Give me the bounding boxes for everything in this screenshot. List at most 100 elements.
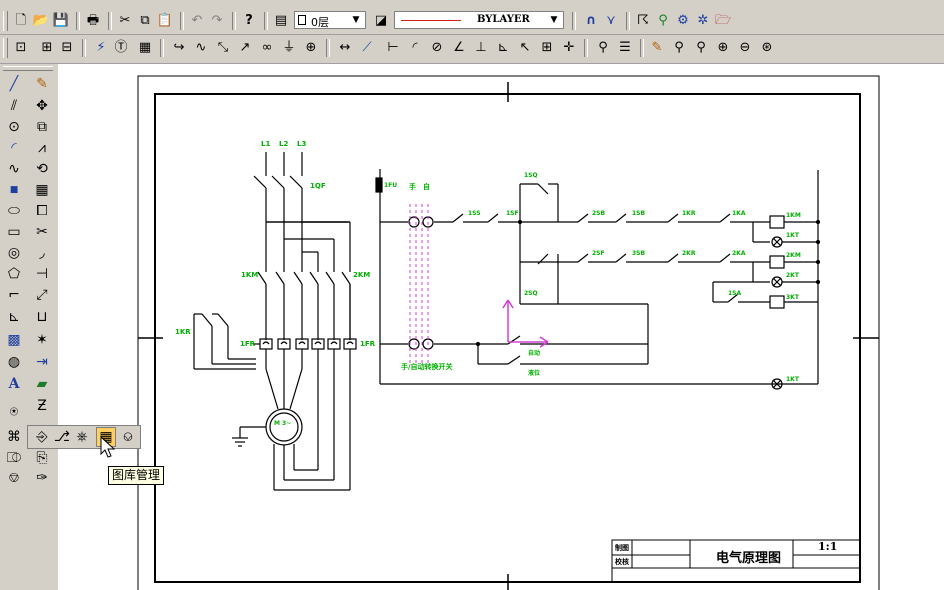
flyout-library-icon-1[interactable]: ⎆ (36, 429, 48, 445)
region-icon[interactable]: ◍ (7, 354, 21, 370)
line-icon[interactable]: ╱ (9, 76, 19, 92)
paste-icon[interactable]: 📋 (156, 12, 174, 28)
toolbar-grip[interactable] (3, 11, 8, 31)
leader-icon[interactable]: ↖ (519, 39, 531, 55)
move-icon[interactable]: ✥ (36, 98, 48, 114)
flyout-library-icon-5[interactable]: ⎉ (122, 429, 134, 445)
new-file-icon[interactable]: 🗋 (15, 12, 27, 28)
zoom-in-icon[interactable]: ⊕ (717, 39, 729, 55)
frame-icon[interactable]: ⊡ (15, 39, 27, 55)
symbol-tool-icon[interactable]: ⌘ (7, 429, 21, 445)
layer-manager-icon[interactable]: ▤ (274, 12, 288, 28)
xline-icon[interactable]: ⫽ (10, 98, 18, 114)
point-icon[interactable]: ■ (9, 185, 19, 195)
dim-edit-icon[interactable]: ⚲ (598, 39, 608, 55)
polygon-icon[interactable]: ⬠ (7, 266, 21, 282)
ellipse-icon[interactable]: ⬭ (8, 203, 20, 219)
title-block-icon[interactable]: ⊞ (41, 39, 53, 55)
scale-icon[interactable]: ⧠ (36, 203, 48, 219)
component-icon[interactable]: ⚡ (96, 39, 106, 55)
design-center-icon[interactable]: 🗁 (714, 12, 732, 28)
dim-radius-icon[interactable]: ◜ (412, 39, 418, 55)
table-icon[interactable]: ⊟ (61, 39, 73, 55)
dim-continue-icon[interactable]: ⊾ (497, 39, 509, 55)
chamfer-icon[interactable]: ⊾ (8, 309, 20, 325)
donut-icon[interactable]: ◎ (7, 245, 21, 261)
edit-pencil-icon[interactable]: ✎ (651, 39, 663, 55)
spline-icon[interactable]: ∿ (8, 161, 20, 177)
flyout-library-icon-3[interactable]: ⎈ (76, 429, 88, 445)
fillet-icon[interactable]: ◞ (39, 245, 45, 261)
print-icon[interactable]: 🖶 (86, 12, 100, 28)
transformer-icon[interactable]: ∞ (261, 39, 273, 55)
trim-icon[interactable]: ✂ (36, 224, 48, 240)
arrow-icon[interactable]: ↗ (239, 39, 251, 55)
array-icon[interactable]: ▦ (35, 182, 49, 198)
text-icon[interactable]: Ⓣ (114, 39, 128, 55)
explode-icon[interactable]: ✶ (36, 332, 48, 348)
block-insert-icon[interactable]: ▰ (36, 376, 48, 392)
zoom-realtime-icon[interactable]: ⚲ (658, 12, 668, 28)
component-tool-icon[interactable]: ⎄ (6, 450, 22, 466)
zoom-out-icon[interactable]: ⊖ (739, 39, 751, 55)
rectangle-icon[interactable]: ▭ (7, 224, 21, 240)
terminal-icon[interactable]: ⊕ (305, 39, 317, 55)
offset-icon[interactable]: ⇥ (36, 354, 48, 370)
properties-icon[interactable]: ⚙ (677, 12, 689, 28)
ortho-icon[interactable]: ⋎ (606, 12, 616, 28)
contact-icon[interactable]: ⤡ (217, 39, 229, 55)
zoom-window-icon[interactable]: ⚲ (674, 39, 684, 55)
zoom-extents-icon[interactable]: ⊛ (761, 39, 773, 55)
library-tool-icon[interactable]: ⍟ (9, 404, 19, 420)
erase-icon[interactable]: ✎ (36, 76, 48, 92)
break-icon[interactable]: ⊔ (36, 309, 48, 325)
match-props-icon[interactable]: ✲ (697, 12, 709, 28)
flyout-library-icon-2[interactable]: ⎇ (53, 429, 71, 445)
layer-select[interactable]: 0层 ▼ (294, 11, 366, 29)
arc-icon[interactable]: ◜ (11, 140, 17, 156)
zoom-previous-icon[interactable]: ⚲ (696, 39, 706, 55)
toolbar-grip[interactable] (3, 38, 8, 58)
hatch-icon[interactable]: ▩ (7, 332, 21, 348)
redo-icon[interactable]: ↷ (211, 12, 223, 28)
center-mark-icon[interactable]: ✛ (563, 39, 575, 55)
open-file-icon[interactable]: 📂 (32, 12, 50, 28)
save-icon[interactable]: 💾 (52, 12, 70, 28)
wire-icon[interactable]: ↪ (173, 39, 185, 55)
dim-linear-icon[interactable]: ↔ (339, 39, 351, 55)
mirror-icon[interactable]: ⩘ (38, 140, 46, 156)
dim-diameter-icon[interactable]: ⊘ (431, 39, 443, 55)
text-tool-icon[interactable]: A (8, 376, 20, 392)
ground-icon[interactable]: ⏚ (282, 39, 296, 55)
pan-icon[interactable]: ☈ (637, 12, 649, 28)
properties-tool-icon[interactable]: Ƶ (37, 398, 47, 414)
cut-icon[interactable]: ✂ (119, 12, 131, 28)
layer-color-icon[interactable]: ◪ (374, 12, 388, 28)
coil-icon[interactable]: ∿ (195, 39, 207, 55)
symbol-tool2-icon[interactable]: ⎊ (8, 470, 20, 486)
chevron-down-icon[interactable]: ▼ (550, 15, 558, 25)
dim-baseline-icon[interactable]: ⊥ (475, 39, 487, 55)
dim-style-icon[interactable]: ☰ (619, 39, 631, 55)
copy-object-icon[interactable]: ⧉ (37, 119, 47, 135)
brush-tool-icon[interactable]: ✑ (36, 470, 48, 486)
circle-icon[interactable]: ⊙ (8, 119, 20, 135)
chevron-down-icon[interactable]: ▼ (352, 15, 360, 25)
extend-icon[interactable]: ⊣ (35, 266, 49, 282)
dim-aligned-icon[interactable]: ⟋ (362, 39, 372, 55)
dim-angle-icon[interactable]: ∠ (453, 39, 465, 55)
copy-icon[interactable]: ⧉ (140, 12, 150, 28)
undo-icon[interactable]: ↶ (191, 12, 203, 28)
polyline-icon[interactable]: ⌐ (8, 287, 20, 303)
library-icon[interactable]: ▦ (138, 39, 152, 55)
tolerance-icon[interactable]: ⊞ (541, 39, 553, 55)
rotate-icon[interactable]: ⟲ (36, 161, 48, 177)
toolbar-grip[interactable] (3, 66, 53, 71)
save-tool-icon[interactable]: ⎘ (36, 450, 48, 466)
snap-icon[interactable]: ∩ (585, 12, 597, 28)
stretch-icon[interactable]: ⤢ (36, 287, 48, 303)
linetype-select[interactable]: BYLAYER ▼ (394, 11, 564, 29)
help-icon[interactable]: ? (245, 12, 253, 28)
drawing-canvas[interactable]: L1 L2 L3 1QF 1KM 2KM 1KR 1FR 1FR M 3~ 1F… (58, 64, 944, 590)
dim-ordinate-icon[interactable]: ⊢ (387, 39, 399, 55)
